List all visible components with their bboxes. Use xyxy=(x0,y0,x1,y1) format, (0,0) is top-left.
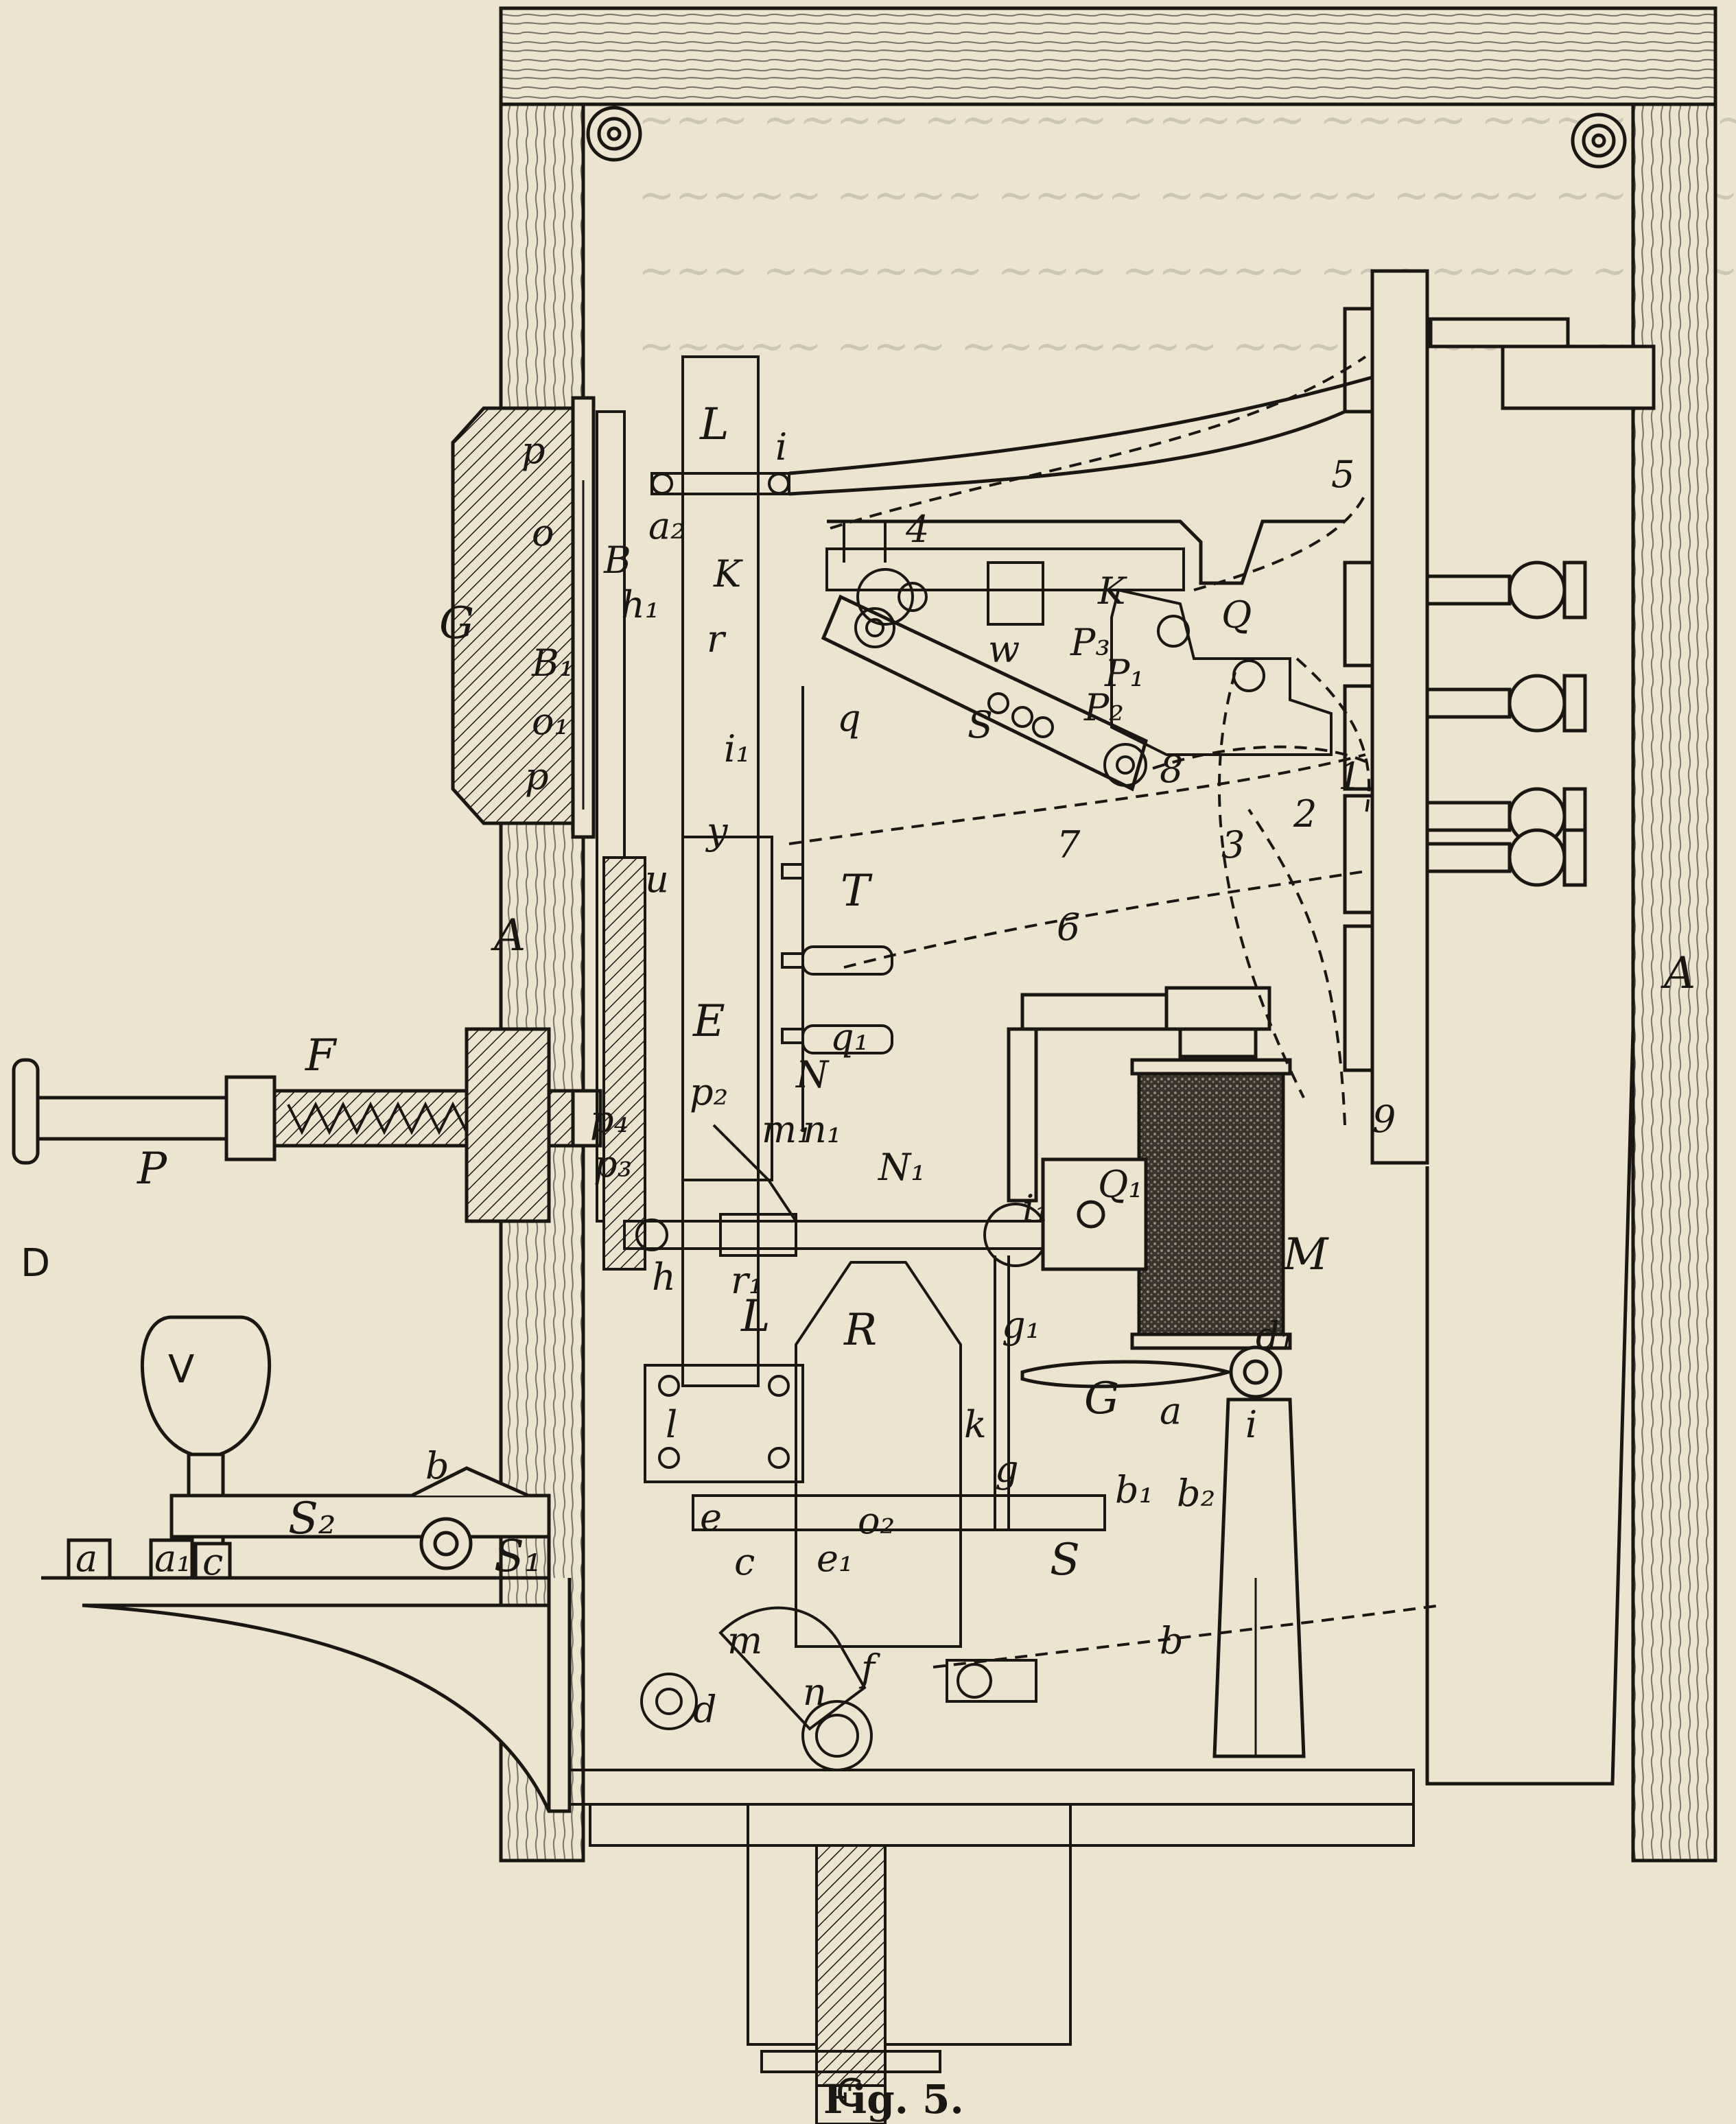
label: p₄ xyxy=(590,1098,629,1141)
label: L xyxy=(740,1291,771,1342)
label: 3 xyxy=(1221,823,1245,866)
label: q xyxy=(837,696,861,740)
label: Q₁ xyxy=(1098,1163,1143,1206)
label: 8 xyxy=(1160,748,1183,791)
label: u xyxy=(645,858,669,901)
label: 1 xyxy=(1338,755,1361,798)
label: e xyxy=(700,1496,722,1539)
figure-labels: L i a₂ B p o G B₁ o₁ p h₁ K r 4 w K Q P₃… xyxy=(21,399,1696,2116)
label: R xyxy=(843,1305,877,1356)
label: A xyxy=(491,910,526,961)
label: Q xyxy=(1221,593,1252,637)
terminal-block xyxy=(1343,269,1656,1786)
window-G xyxy=(451,396,596,839)
label: L xyxy=(699,399,729,450)
label: K xyxy=(713,552,743,595)
label: h₁ xyxy=(621,583,659,626)
label: i xyxy=(775,425,787,469)
label: b₁ xyxy=(1115,1468,1153,1511)
label: b₂ xyxy=(1177,1472,1215,1515)
label: 5 xyxy=(1331,453,1354,496)
label: e₁ xyxy=(817,1537,854,1580)
label: G xyxy=(1084,1373,1119,1424)
label: p xyxy=(525,755,549,798)
label: c xyxy=(734,1540,755,1583)
label: y xyxy=(705,810,729,853)
label: p₃ xyxy=(594,1142,632,1185)
label: g₁ xyxy=(1002,1303,1040,1347)
label: n₁ xyxy=(803,1108,841,1151)
label: c xyxy=(202,1540,223,1583)
label: P₃ xyxy=(1070,621,1110,664)
label: V xyxy=(168,1347,194,1392)
label: K xyxy=(1097,569,1127,613)
label: i₁ xyxy=(1022,1187,1049,1230)
label: M xyxy=(1282,1229,1329,1280)
label: b xyxy=(425,1444,449,1487)
label: 9 xyxy=(1372,1098,1396,1141)
label: S xyxy=(967,703,993,746)
label: S xyxy=(1050,1535,1080,1585)
label: i₁ xyxy=(724,727,751,770)
label: a xyxy=(1160,1389,1182,1432)
label: S₂ xyxy=(288,1494,336,1544)
label: f xyxy=(858,1647,880,1690)
label: b xyxy=(1160,1619,1184,1662)
wiring-dashed xyxy=(788,355,1442,1668)
label: r₁ xyxy=(731,1259,763,1302)
label: w xyxy=(988,628,1020,671)
electromagnet-M xyxy=(1007,986,1306,1758)
label: h xyxy=(652,1255,676,1299)
label: q₁ xyxy=(830,1015,869,1059)
label: d xyxy=(693,1688,717,1731)
label: k xyxy=(964,1403,987,1446)
label: P₁ xyxy=(1104,652,1145,695)
label: N xyxy=(795,1053,830,1096)
label: 4 xyxy=(905,508,929,551)
label: o₁ xyxy=(532,700,569,743)
label: m₁ xyxy=(762,1108,812,1151)
label: P₂ xyxy=(1083,686,1124,729)
label: N₁ xyxy=(877,1146,926,1189)
label: p₂ xyxy=(690,1070,728,1113)
label: n xyxy=(803,1671,827,1714)
figure-caption: Fig. 5. xyxy=(823,2076,964,2123)
label: a₂ xyxy=(648,504,685,547)
label: 6 xyxy=(1057,906,1080,949)
label: a xyxy=(75,1537,97,1580)
bell-lever-V xyxy=(41,1315,572,1813)
label: m xyxy=(727,1619,762,1662)
label: S₁ xyxy=(494,1531,542,1582)
label: p xyxy=(521,429,546,472)
label: F xyxy=(305,1030,338,1081)
label: C xyxy=(836,2071,863,2116)
label: l xyxy=(666,1403,677,1446)
label: g xyxy=(995,1448,1019,1491)
label: 2 xyxy=(1293,792,1317,836)
label: o₂ xyxy=(858,1499,895,1542)
label: P xyxy=(137,1144,167,1194)
label: r xyxy=(707,617,727,661)
label: D xyxy=(21,1241,50,1286)
label: 7 xyxy=(1057,823,1081,866)
label: A xyxy=(1661,948,1696,999)
label: B xyxy=(603,539,631,582)
plunger-assembly xyxy=(12,1027,602,1223)
label: a₁ xyxy=(154,1537,191,1580)
label: T xyxy=(841,866,873,917)
label: o xyxy=(532,511,554,554)
label: G xyxy=(439,598,474,649)
label: E xyxy=(692,996,725,1047)
label: B₁ xyxy=(531,641,574,685)
label: i xyxy=(1245,1403,1257,1446)
label: d₁ xyxy=(1256,1314,1294,1357)
